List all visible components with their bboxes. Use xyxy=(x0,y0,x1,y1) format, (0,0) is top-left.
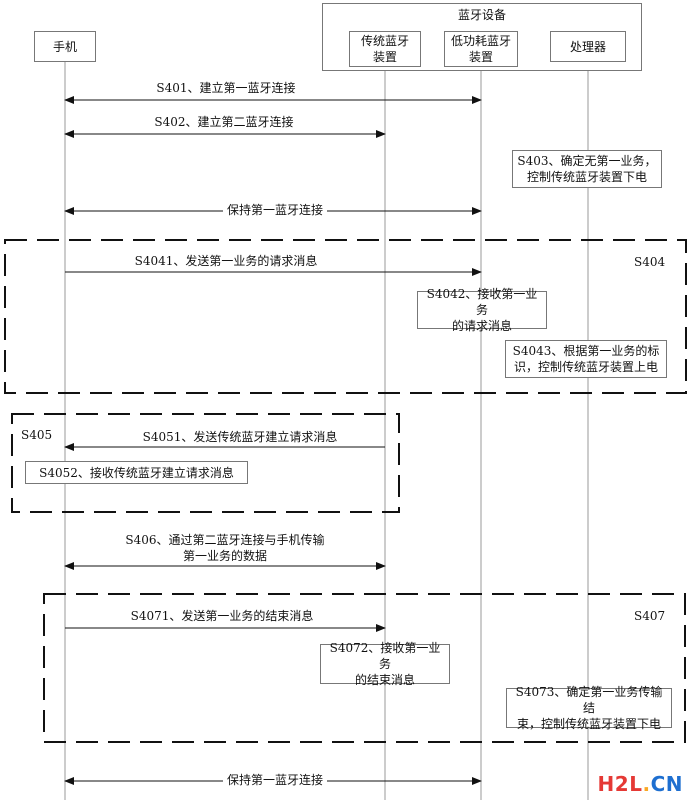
label-s4051: S4051、发送传统蓝牙建立请求消息 xyxy=(142,430,338,444)
note-s403: S403、确定无第一业务， 控制传统蓝牙装置下电 xyxy=(512,150,662,188)
label-keep2: 保持第一蓝牙连接 xyxy=(222,772,328,788)
note-s4043: S4043、根据第一业务的标 识，控制传统蓝牙装置上电 xyxy=(505,340,667,378)
label-s402: S402、建立第二蓝牙连接 xyxy=(154,115,294,129)
watermark-h: H xyxy=(597,772,615,796)
label-s4071: S4071、发送第一业务的结束消息 xyxy=(130,609,314,623)
label-s4041: S4041、发送第一业务的请求消息 xyxy=(134,254,318,268)
label-s406-line1: S406、通过第二蓝牙连接与手机传输 xyxy=(125,533,325,547)
participant-classic-bluetooth: 传统蓝牙 装置 xyxy=(349,31,421,67)
note-s4042: S4042、接收第一业务 的请求消息 xyxy=(417,287,547,333)
note-s4073: S4073、确定第一业务传输结 束，控制传统蓝牙装置下电 xyxy=(506,685,672,731)
note-s4052: S4052、接收传统蓝牙建立请求消息 xyxy=(25,461,248,484)
frame-label-s405: S405 xyxy=(21,428,53,442)
participant-ble: 低功耗蓝牙 装置 xyxy=(444,31,518,67)
watermark-l: L xyxy=(629,772,643,796)
participant-processor: 处理器 xyxy=(550,31,626,62)
participant-group-label: 蓝牙设备 xyxy=(457,8,506,22)
label-keep1: 保持第一蓝牙连接 xyxy=(222,202,328,218)
participant-phone: 手机 xyxy=(34,31,96,62)
watermark-two: 2 xyxy=(614,772,630,796)
label-s406-line2: 第一业务的数据 xyxy=(182,549,268,563)
frame-label-s404: S404 xyxy=(634,255,666,269)
frame-s407 xyxy=(43,593,686,743)
frame-s405 xyxy=(11,413,400,513)
watermark-cn: CN xyxy=(650,772,683,796)
frame-s404 xyxy=(4,239,687,394)
note-s4072: S4072、接收第一业务 的结束消息 xyxy=(320,641,450,687)
frame-label-s407: S407 xyxy=(634,609,666,623)
watermark-dot: . xyxy=(642,772,651,796)
label-s401: S401、建立第一蓝牙连接 xyxy=(156,81,296,95)
h2l-watermark-logo: H2L.CN xyxy=(598,772,683,796)
